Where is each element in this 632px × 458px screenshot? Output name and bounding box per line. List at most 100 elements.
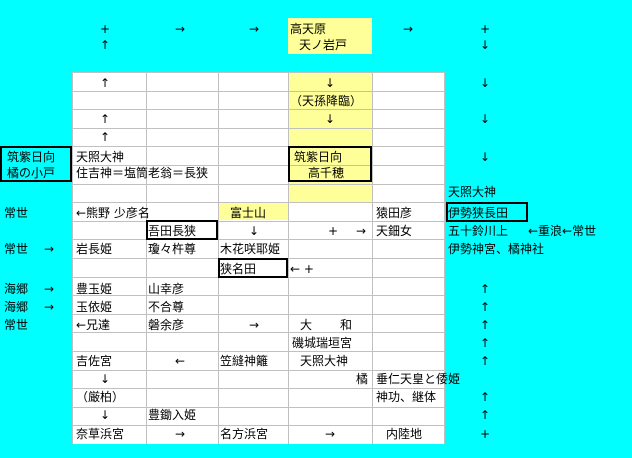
diagram-cell: 筑紫日向 bbox=[7, 150, 56, 164]
grid-row-line bbox=[72, 351, 444, 352]
grid-row-line bbox=[72, 109, 444, 110]
diagram-cell: + bbox=[479, 22, 491, 36]
diagram-cell: ↑ bbox=[479, 336, 491, 350]
diagram-cell: ↑ bbox=[479, 282, 491, 296]
diagram-cell: → bbox=[248, 318, 260, 332]
diagram-cell: 海郷 bbox=[4, 282, 29, 296]
diagram-cell: 伊勢神宮、橘神社 bbox=[448, 242, 545, 256]
diagram-cell: 富士山 bbox=[230, 206, 267, 220]
diagram-cell: → bbox=[44, 300, 55, 314]
diagram-cell: 海郷 bbox=[4, 300, 29, 314]
grid-row-line bbox=[72, 91, 444, 92]
diagram-cell: 吾田長狭 bbox=[148, 224, 197, 238]
diagram-cell: （天孫降臨） bbox=[290, 94, 363, 108]
diagram-cell: ↑ bbox=[99, 76, 111, 90]
diagram-cell: 常世 bbox=[4, 206, 29, 220]
diagram-cell: 猿田彦 bbox=[376, 206, 413, 220]
grid-column-line bbox=[444, 72, 445, 444]
diagram-cell: ↓ bbox=[248, 224, 260, 238]
diagram-cell: ↑ bbox=[479, 408, 491, 422]
grid-row-line bbox=[72, 314, 444, 315]
grid-row-line bbox=[72, 295, 444, 296]
diagram-cell: 名方浜宮 bbox=[220, 427, 269, 441]
diagram-cell: 玉依姫 bbox=[76, 300, 113, 314]
diagram-cell: 狭名田 bbox=[220, 262, 257, 276]
diagram-cell: 不合尊 bbox=[148, 300, 185, 314]
diagram-cell: ↓ bbox=[479, 150, 491, 164]
diagram-cell: ↓ bbox=[324, 76, 336, 90]
grid-row-line bbox=[72, 146, 444, 147]
diagram-cell: ↑ bbox=[479, 390, 491, 404]
diagram-cell: 常世 bbox=[4, 318, 29, 332]
grid-row-line bbox=[72, 202, 444, 203]
takamagahara-highlight bbox=[288, 18, 372, 54]
sanada-box bbox=[218, 258, 288, 278]
diagram-cell: 住吉神＝塩筒老翁＝長狭 bbox=[76, 166, 209, 180]
diagram-cell: 高天原 bbox=[290, 22, 327, 36]
diagram-cell: → bbox=[44, 242, 55, 256]
diagram-cell: + bbox=[479, 427, 491, 441]
grid-row-line bbox=[72, 425, 444, 426]
diagram-cell: 橘 bbox=[356, 372, 369, 386]
grid-row-line bbox=[72, 221, 444, 222]
diagram-cell: → bbox=[324, 427, 336, 441]
diagram-cell: 垂仁天皇と倭姫 bbox=[376, 372, 461, 386]
diagram-cell: 豊鋤入姫 bbox=[148, 408, 197, 422]
diagram-cell: 磐余彦 bbox=[148, 318, 185, 332]
grid-row-line bbox=[72, 370, 444, 371]
diagram-cell: 瓊々杵尊 bbox=[148, 242, 197, 256]
grid-row-line bbox=[72, 407, 444, 408]
diagram-cell: 筑紫日向 bbox=[294, 150, 343, 164]
diagram-cell: 神功、継体 bbox=[376, 390, 437, 404]
diagram-cell: 橘の小戸 bbox=[7, 166, 56, 180]
diagram-cell: ↑ bbox=[99, 112, 111, 126]
diagram-cell: 天照大神 bbox=[448, 185, 497, 199]
diagram-cell: 山幸彦 bbox=[148, 282, 185, 296]
diagram-cell: ↓ bbox=[479, 76, 491, 90]
diagram-cell: ↑ bbox=[479, 354, 491, 368]
diagram-cell: → bbox=[174, 427, 186, 441]
diagram-cell: 磯城瑞垣宮 bbox=[292, 336, 353, 350]
tachibana-odo-box bbox=[0, 146, 72, 182]
diagram-cell: ↑ bbox=[99, 38, 111, 52]
takachiho-box bbox=[288, 146, 372, 182]
diagram-cell: ← + bbox=[290, 262, 314, 276]
grid-row-line bbox=[72, 128, 444, 129]
ata-nagasa-box bbox=[146, 220, 218, 240]
diagram-cell: → bbox=[248, 22, 260, 36]
diagram-cell: 常世 bbox=[4, 242, 29, 256]
diagram-cell: 笠縫神籬 bbox=[220, 354, 269, 368]
fujisan-highlight bbox=[218, 202, 288, 220]
diagram-cell: 内陸地 bbox=[386, 427, 423, 441]
diagram-cell: 奈草浜宮 bbox=[76, 427, 125, 441]
grid-row-line bbox=[72, 239, 444, 240]
diagram-cell: 伊勢狭長田 bbox=[448, 206, 509, 220]
diagram-cell: → bbox=[402, 22, 414, 36]
diagram-cell: ↓ bbox=[99, 372, 111, 386]
diagram-cell: → bbox=[174, 22, 186, 36]
diagram-cell: 吉佐宮 bbox=[76, 354, 113, 368]
diagram-cell: → bbox=[356, 224, 367, 238]
diagram-cell: 岩長姫 bbox=[76, 242, 113, 256]
diagram-cell: ↓ bbox=[99, 408, 111, 422]
diagram-cell: 高千穂 bbox=[308, 166, 345, 180]
grid-row-line bbox=[72, 332, 444, 333]
diagram-cell: + bbox=[99, 22, 111, 36]
diagram-cell: ↓ bbox=[479, 112, 491, 126]
ise-sanagata-box bbox=[446, 202, 528, 222]
diagram-cell: → bbox=[44, 282, 55, 296]
diagram-cell: ↓ bbox=[324, 112, 336, 126]
diagram-cell: （厳柏） bbox=[76, 390, 125, 404]
grid-row-line bbox=[72, 72, 444, 73]
diagram-cell: 大 bbox=[300, 318, 313, 332]
diagram-cell: 木花咲耶姫 bbox=[220, 242, 281, 256]
diagram-cell: 五十鈴川上 bbox=[448, 224, 509, 238]
diagram-cell: 豊玉姫 bbox=[76, 282, 113, 296]
diagram-cell: ←兄達 bbox=[76, 318, 111, 332]
diagram-cell: ↑ bbox=[99, 130, 111, 144]
diagram-cell: ←熊野 少彦名 bbox=[76, 206, 150, 220]
grid-row-line bbox=[72, 165, 444, 166]
diagram-cell: ← bbox=[174, 354, 186, 368]
diagram-cell: 天照大神 bbox=[76, 150, 125, 164]
